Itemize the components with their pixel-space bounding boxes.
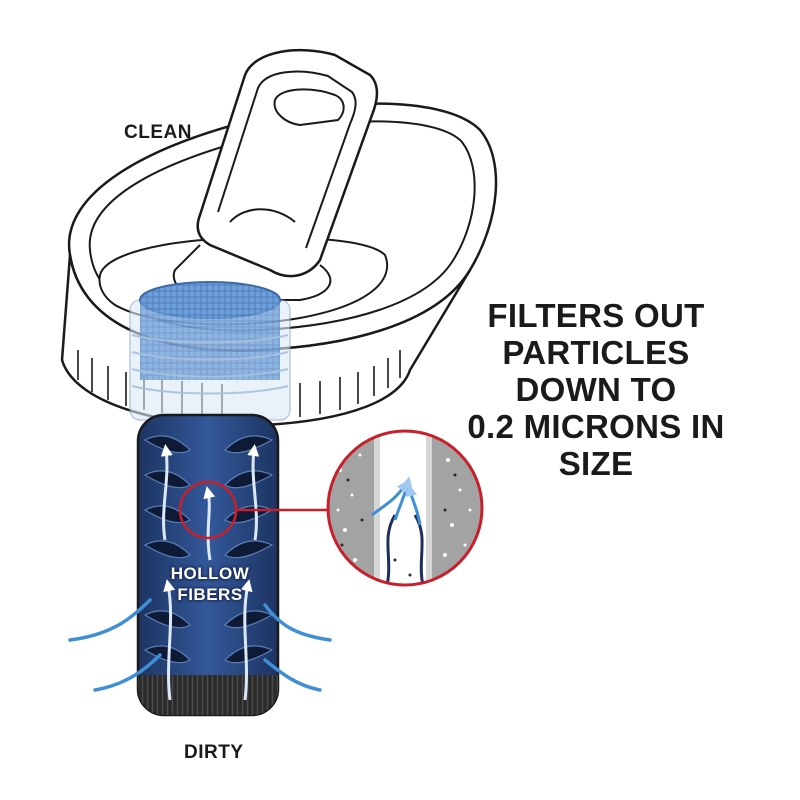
- hollow-fibers-label: HOLLOW FIBERS: [150, 563, 270, 605]
- clean-label: CLEAN: [124, 122, 192, 143]
- filter-tube: [136, 413, 280, 717]
- dirty-label: DIRTY: [184, 742, 244, 763]
- hollow-fibers-line-2: FIBERS: [177, 585, 243, 604]
- water-flow-lines: [68, 598, 332, 692]
- headline-line-2: PARTICLES DOWN TO: [502, 334, 690, 408]
- magnified-fiber: [326, 429, 484, 587]
- headline: FILTERS OUT PARTICLES DOWN TO 0.2 MICRON…: [446, 297, 746, 482]
- headline-line-1: FILTERS OUT: [487, 297, 705, 334]
- hollow-fibers-line-1: HOLLOW: [170, 564, 250, 583]
- headline-line-3: 0.2 MICRONS IN SIZE: [467, 408, 725, 482]
- filter-neck: [129, 281, 291, 421]
